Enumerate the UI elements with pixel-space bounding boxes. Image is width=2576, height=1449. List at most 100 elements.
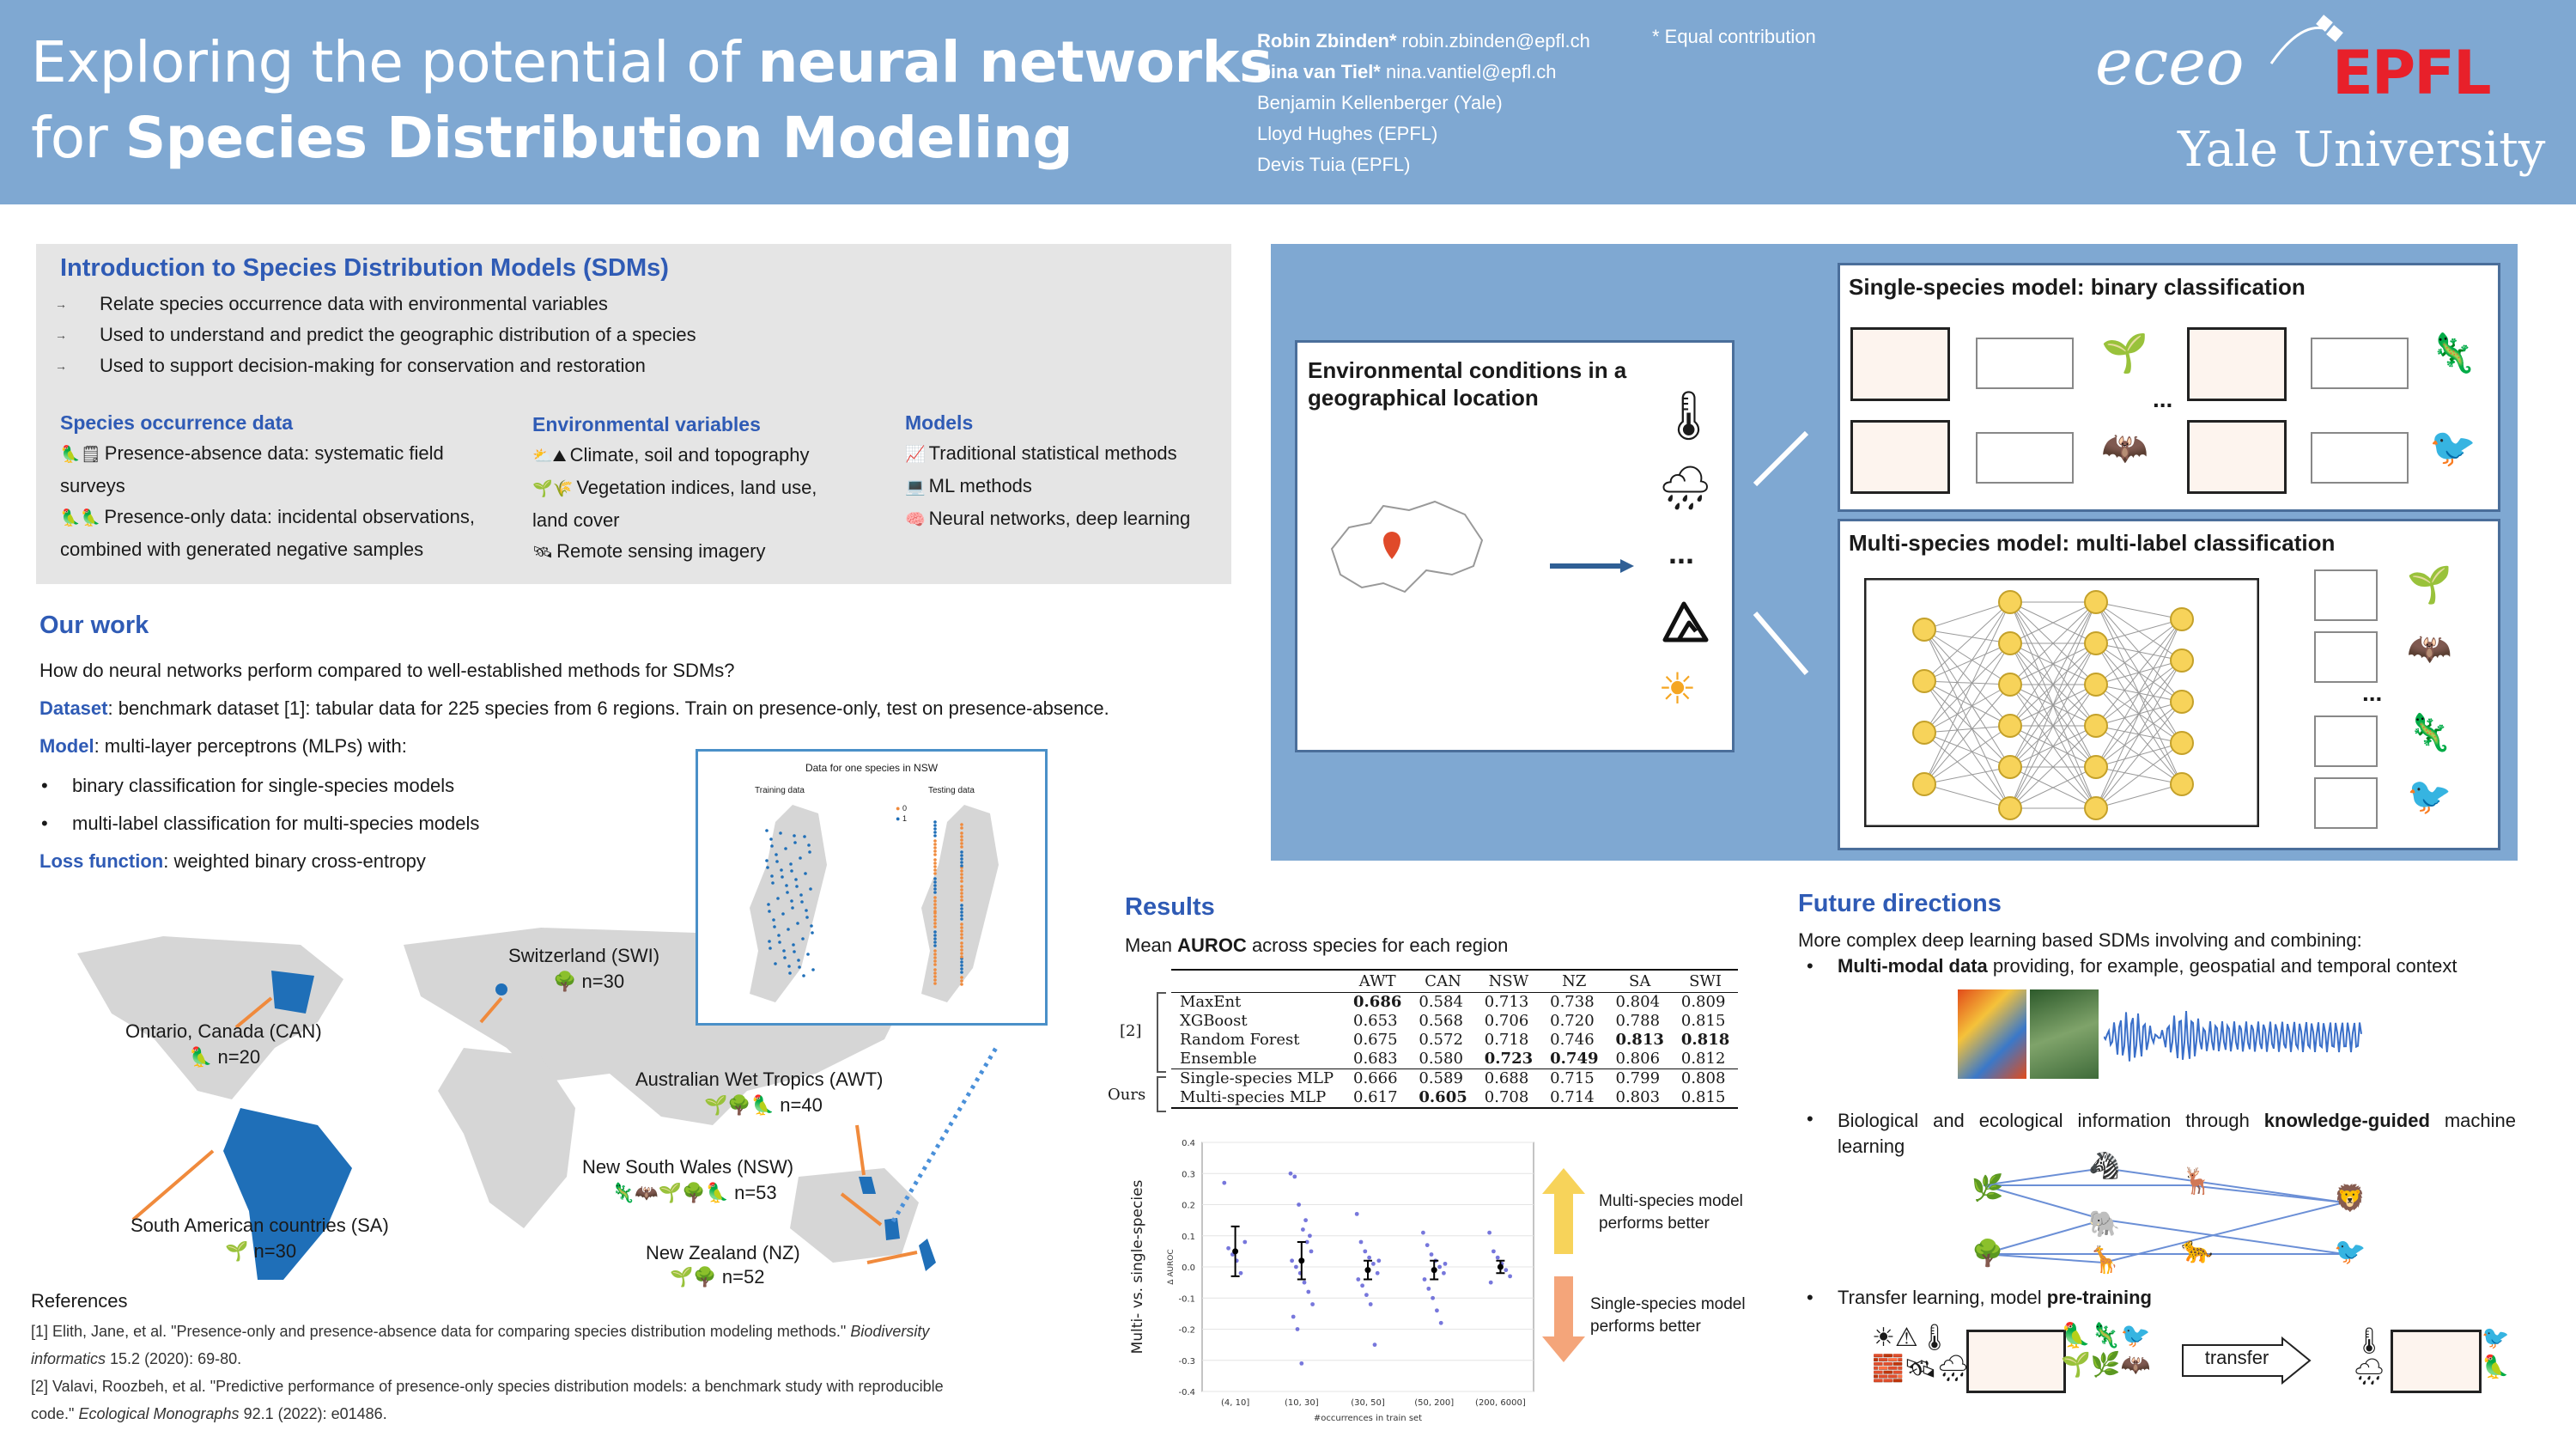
- multi-species-box: Multi-species model: multi-label classif…: [1838, 519, 2500, 850]
- network-edge: [2009, 601, 2097, 809]
- network-edge: [1923, 629, 2011, 644]
- training-point: [790, 899, 793, 903]
- testing-point: [933, 865, 937, 868]
- table-cell: 0.813: [1615, 1031, 1664, 1049]
- table-header: NSW: [1488, 972, 1529, 990]
- ellipsis: ...: [2362, 679, 2383, 706]
- species-icons: 🐦🦜: [2482, 1324, 2510, 1379]
- testing-point: [933, 891, 937, 894]
- training-point: [781, 912, 785, 916]
- testing-point: [933, 915, 937, 918]
- zebra-icon: 🦓: [2088, 1152, 2121, 1180]
- table-cell: Multi-species MLP: [1180, 1088, 1327, 1106]
- region-label: Australian Wet Tropics (AWT): [635, 1068, 884, 1090]
- training-point: [769, 837, 773, 841]
- network-edge: [1923, 680, 2011, 727]
- table-cell: 0.617: [1353, 1088, 1398, 1106]
- network-node: [2084, 755, 2108, 779]
- network-node: [2170, 772, 2194, 796]
- model-line: Model: multi-layer perceptrons (MLPs) wi…: [39, 735, 407, 757]
- bat-icon: 🦇: [2407, 628, 2452, 668]
- testing-point: [960, 835, 963, 838]
- table-cell: 0.720: [1550, 1012, 1595, 1030]
- table-cell: 0.714: [1550, 1088, 1595, 1106]
- training-point: [768, 940, 771, 943]
- training-point: [770, 844, 774, 848]
- x-tick-label: (4, 10]: [1221, 1398, 1249, 1408]
- data-point: [1367, 1255, 1371, 1260]
- testing-point: [933, 944, 937, 947]
- testing-point: [960, 922, 963, 926]
- network-edge: [2095, 618, 2183, 809]
- testing-point: [933, 861, 937, 865]
- table-cell: 0.723: [1484, 1050, 1534, 1068]
- training-point: [774, 962, 777, 965]
- network-edge: [2095, 618, 2183, 644]
- testing-point: [933, 896, 937, 899]
- data-point: [1308, 1233, 1312, 1239]
- testing-point: [933, 963, 937, 966]
- testing-point: [933, 834, 937, 837]
- testing-point: [933, 839, 937, 843]
- network-edge: [2009, 601, 2097, 727]
- training-point: [773, 925, 776, 928]
- network-node: [2170, 648, 2194, 673]
- mlp-icon: [1850, 420, 1950, 494]
- data-point: [1371, 1261, 1376, 1266]
- network-edge: [2095, 783, 2183, 809]
- testing-point: [933, 843, 937, 846]
- testing-point: [933, 978, 937, 982]
- training-point: [805, 916, 809, 919]
- region-count: 🌳 n=30: [553, 971, 625, 992]
- data-point: [1242, 1239, 1248, 1245]
- network-edge: [1923, 601, 2011, 734]
- table-header-blank: [1171, 970, 1345, 993]
- future-title: Future directions: [1798, 890, 2002, 917]
- satellite-icon: 🛰: [532, 544, 554, 562]
- network-edge: [2009, 601, 2097, 685]
- testing-point: [960, 914, 963, 917]
- testing-point: [960, 880, 963, 883]
- models-column: Models 📈Traditional statistical methods …: [905, 407, 1231, 536]
- training-point: [788, 971, 792, 975]
- elephant-icon: 🐘: [2088, 1210, 2121, 1239]
- region-label: New South Wales (NSW): [582, 1156, 794, 1178]
- environment-title: Environmental variables: [532, 413, 761, 435]
- testing-point: [933, 853, 937, 856]
- data-point: [1297, 1202, 1301, 1207]
- data-point: [1306, 1289, 1311, 1294]
- lion-icon: 🦁: [2334, 1184, 2366, 1213]
- testing-point: [933, 903, 937, 906]
- header-banner: [0, 0, 2576, 204]
- testing-point: [933, 820, 937, 824]
- training-point: [781, 875, 784, 879]
- ontario-highlight: [271, 971, 314, 1014]
- testing-point: [933, 956, 937, 959]
- testing-point: [960, 907, 963, 910]
- bat-icon: 🦇: [2101, 427, 2148, 469]
- table-cell: 0.718: [1484, 1031, 1529, 1049]
- network-node: [1912, 618, 1936, 642]
- data-point: [1238, 1270, 1243, 1275]
- table-cell: 0.715: [1550, 1069, 1595, 1087]
- training-point: [792, 943, 795, 947]
- network-edge: [1923, 601, 2011, 630]
- table-cell: 0.818: [1680, 1031, 1730, 1049]
- training-point: [789, 862, 793, 866]
- testing-point: [960, 929, 963, 933]
- y-tick-label: 0.1: [1182, 1233, 1195, 1242]
- testing-point: [960, 857, 963, 861]
- training-point: [795, 885, 799, 888]
- network-edge: [1923, 732, 2011, 809]
- ellipsis: ...: [2153, 386, 2173, 412]
- data-point: [1421, 1230, 1425, 1235]
- leopard-icon: 🐆: [2181, 1236, 2214, 1264]
- table-cell: 0.812: [1680, 1050, 1726, 1068]
- testing-point: [933, 858, 937, 861]
- dataset-line: Dataset: benchmark dataset [1]: tabular …: [39, 697, 1109, 719]
- data-point: [1495, 1255, 1500, 1260]
- sigmoid-icon: [1976, 432, 2074, 484]
- poster-title-line1: Exploring the potential of neural networ…: [31, 29, 1273, 95]
- network-node: [2170, 731, 2194, 755]
